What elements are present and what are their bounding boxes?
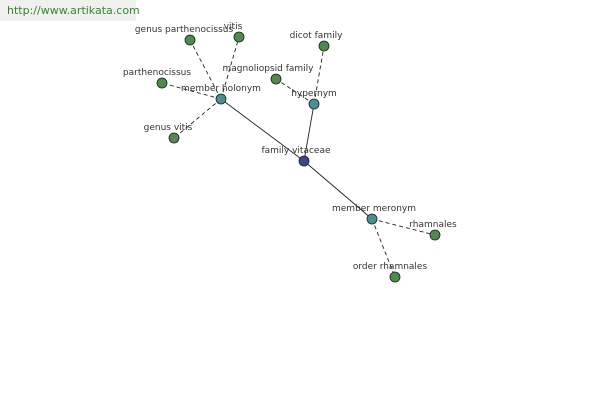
node-dot-rhamnales[interactable]: [429, 229, 441, 241]
node-label-magnoliopsid-family: magnoliopsid family: [223, 64, 315, 74]
node-magnoliopsid-family[interactable]: magnoliopsid family: [223, 64, 315, 85]
node-dot-parthenocissus[interactable]: [156, 77, 168, 89]
edge-family-vitaceae-to-hypernym: [303, 103, 315, 162]
node-dicot-family[interactable]: dicot family: [290, 31, 344, 52]
edge-member-meronym-to-rhamnales: [371, 218, 436, 236]
nodes-layer: family vitaceae member holonym hypernym mem…: [123, 22, 457, 283]
node-label-rhamnales: rhamnales: [409, 220, 457, 230]
node-label-order-rhamnales: order rhamnales: [353, 262, 428, 272]
node-genus-vitis[interactable]: genus vitis: [144, 123, 193, 144]
node-dot-order-rhamnales[interactable]: [389, 271, 401, 283]
node-dot-genus-vitis[interactable]: [168, 132, 180, 144]
node-dot-family-vitaceae[interactable]: [298, 155, 310, 167]
node-dot-genus-parthenocissus[interactable]: [184, 34, 196, 46]
edge-hypernym-to-magnoliopsid-family: [275, 78, 315, 105]
node-label-vitis: vitis: [224, 22, 243, 32]
node-dot-member-meronym[interactable]: [366, 213, 378, 225]
edges-layer: [161, 36, 436, 278]
node-label-parthenocissus: parthenocissus: [123, 68, 191, 78]
edge-member-holonym-to-genus-vitis: [173, 98, 222, 139]
edge-member-holonym-to-vitis: [220, 36, 240, 100]
node-label-hypernym: hypernym: [291, 89, 337, 99]
node-member-meronym[interactable]: member meronym: [332, 204, 416, 225]
node-label-member-holonym: member holonym: [181, 84, 261, 94]
node-label-genus-vitis: genus vitis: [144, 123, 193, 133]
node-dot-member-holonym[interactable]: [215, 93, 227, 105]
edge-member-holonym-to-parthenocissus: [161, 82, 222, 100]
node-genus-parthenocissus[interactable]: genus parthenocissus: [135, 25, 234, 46]
node-member-holonym[interactable]: member holonym: [181, 84, 261, 105]
node-label-dicot-family: dicot family: [290, 31, 344, 41]
node-order-rhamnales[interactable]: order rhamnales: [353, 262, 428, 283]
watermark-url: http://www.artikata.com: [0, 0, 140, 21]
node-hypernym[interactable]: hypernym: [291, 89, 337, 110]
node-dot-magnoliopsid-family[interactable]: [270, 73, 282, 85]
edge-family-vitaceae-to-member-meronym: [303, 160, 373, 220]
node-vitis[interactable]: vitis: [224, 22, 245, 43]
edge-member-meronym-to-order-rhamnales: [371, 218, 396, 278]
node-rhamnales[interactable]: rhamnales: [409, 220, 457, 241]
node-label-family-vitaceae: family vitaceae: [261, 146, 331, 156]
edge-hypernym-to-dicot-family: [313, 45, 325, 105]
node-label-genus-parthenocissus: genus parthenocissus: [135, 25, 234, 35]
node-family-vitaceae[interactable]: family vitaceae: [261, 146, 331, 167]
node-dot-dicot-family[interactable]: [318, 40, 330, 52]
edge-family-vitaceae-to-member-holonym: [220, 98, 305, 162]
node-label-member-meronym: member meronym: [332, 204, 416, 214]
node-dot-hypernym[interactable]: [308, 98, 320, 110]
node-parthenocissus[interactable]: parthenocissus: [123, 68, 191, 89]
node-dot-vitis[interactable]: [233, 31, 245, 43]
